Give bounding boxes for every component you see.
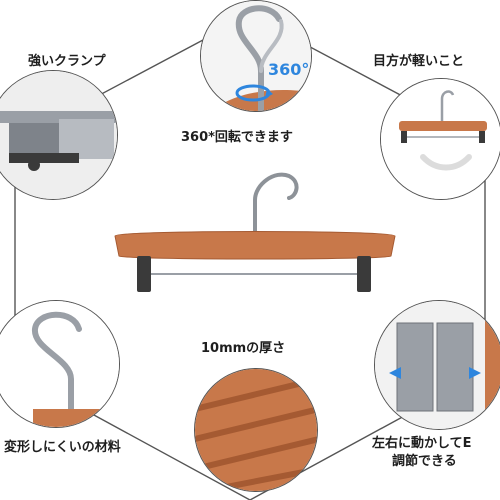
feature-thickness: 10mmの厚さ [201,341,286,356]
arrow-right-icon [469,367,481,379]
clip-right [357,256,371,292]
feature-adjustable-line2: 調節できる [392,454,457,469]
thickness-circle [194,368,318,492]
lightweight-circle [380,78,500,200]
hanger-product-image [114,172,396,292]
feature-durable-material: 変形しにくいの材料 [4,440,121,455]
rotating-hook-circle [200,0,312,112]
feature-lightweight: 目方が軽いこと [373,54,465,69]
rotation-badge: 360° [268,60,310,79]
feature-strong-clamp: 強いクランプ [28,54,106,69]
feature-360-rotation: 360*回転できます [181,130,293,145]
hanger-hook-icon [253,172,299,234]
arrow-left-icon [389,367,401,379]
adjustable-clips-circle [374,300,500,430]
clip-left [137,256,151,292]
wood-grain-icon [195,369,317,491]
feature-adjustable-line1: 左右に動かしてE [372,436,472,451]
clamp-circle [0,70,118,200]
